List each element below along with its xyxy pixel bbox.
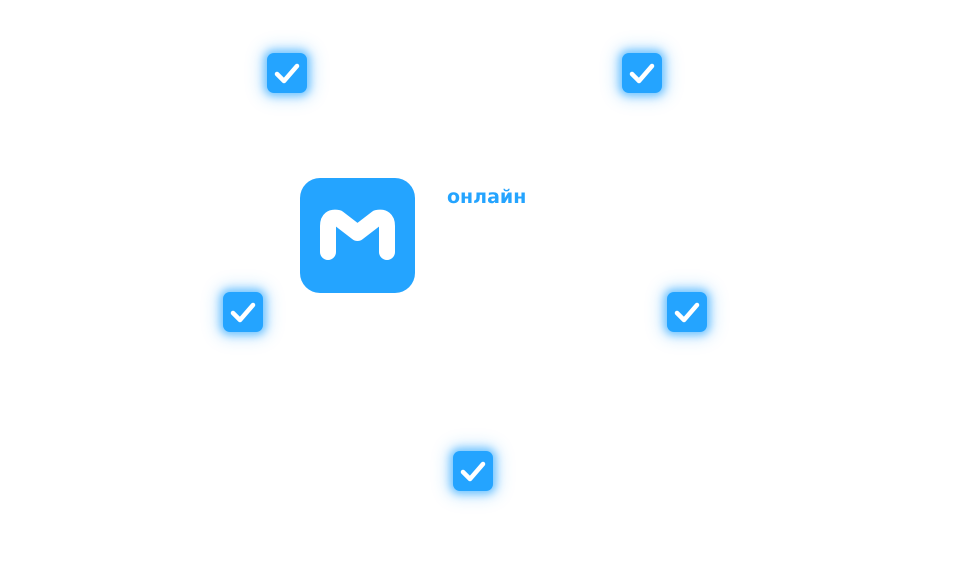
- checkbox-checked: [667, 292, 707, 332]
- online-status-label: онлайн: [447, 186, 527, 208]
- app-logo: [300, 178, 415, 293]
- checkmark-icon: [460, 461, 486, 482]
- checkbox-checked: [622, 53, 662, 93]
- checkmark-icon: [274, 63, 300, 84]
- checkbox-checked: [223, 292, 263, 332]
- checkmark-icon: [230, 302, 256, 323]
- checkbox-checked: [453, 451, 493, 491]
- checkmark-icon: [629, 63, 655, 84]
- checkbox-checked: [267, 53, 307, 93]
- checkmark-icon: [674, 302, 700, 323]
- m-logo-icon: [320, 209, 395, 260]
